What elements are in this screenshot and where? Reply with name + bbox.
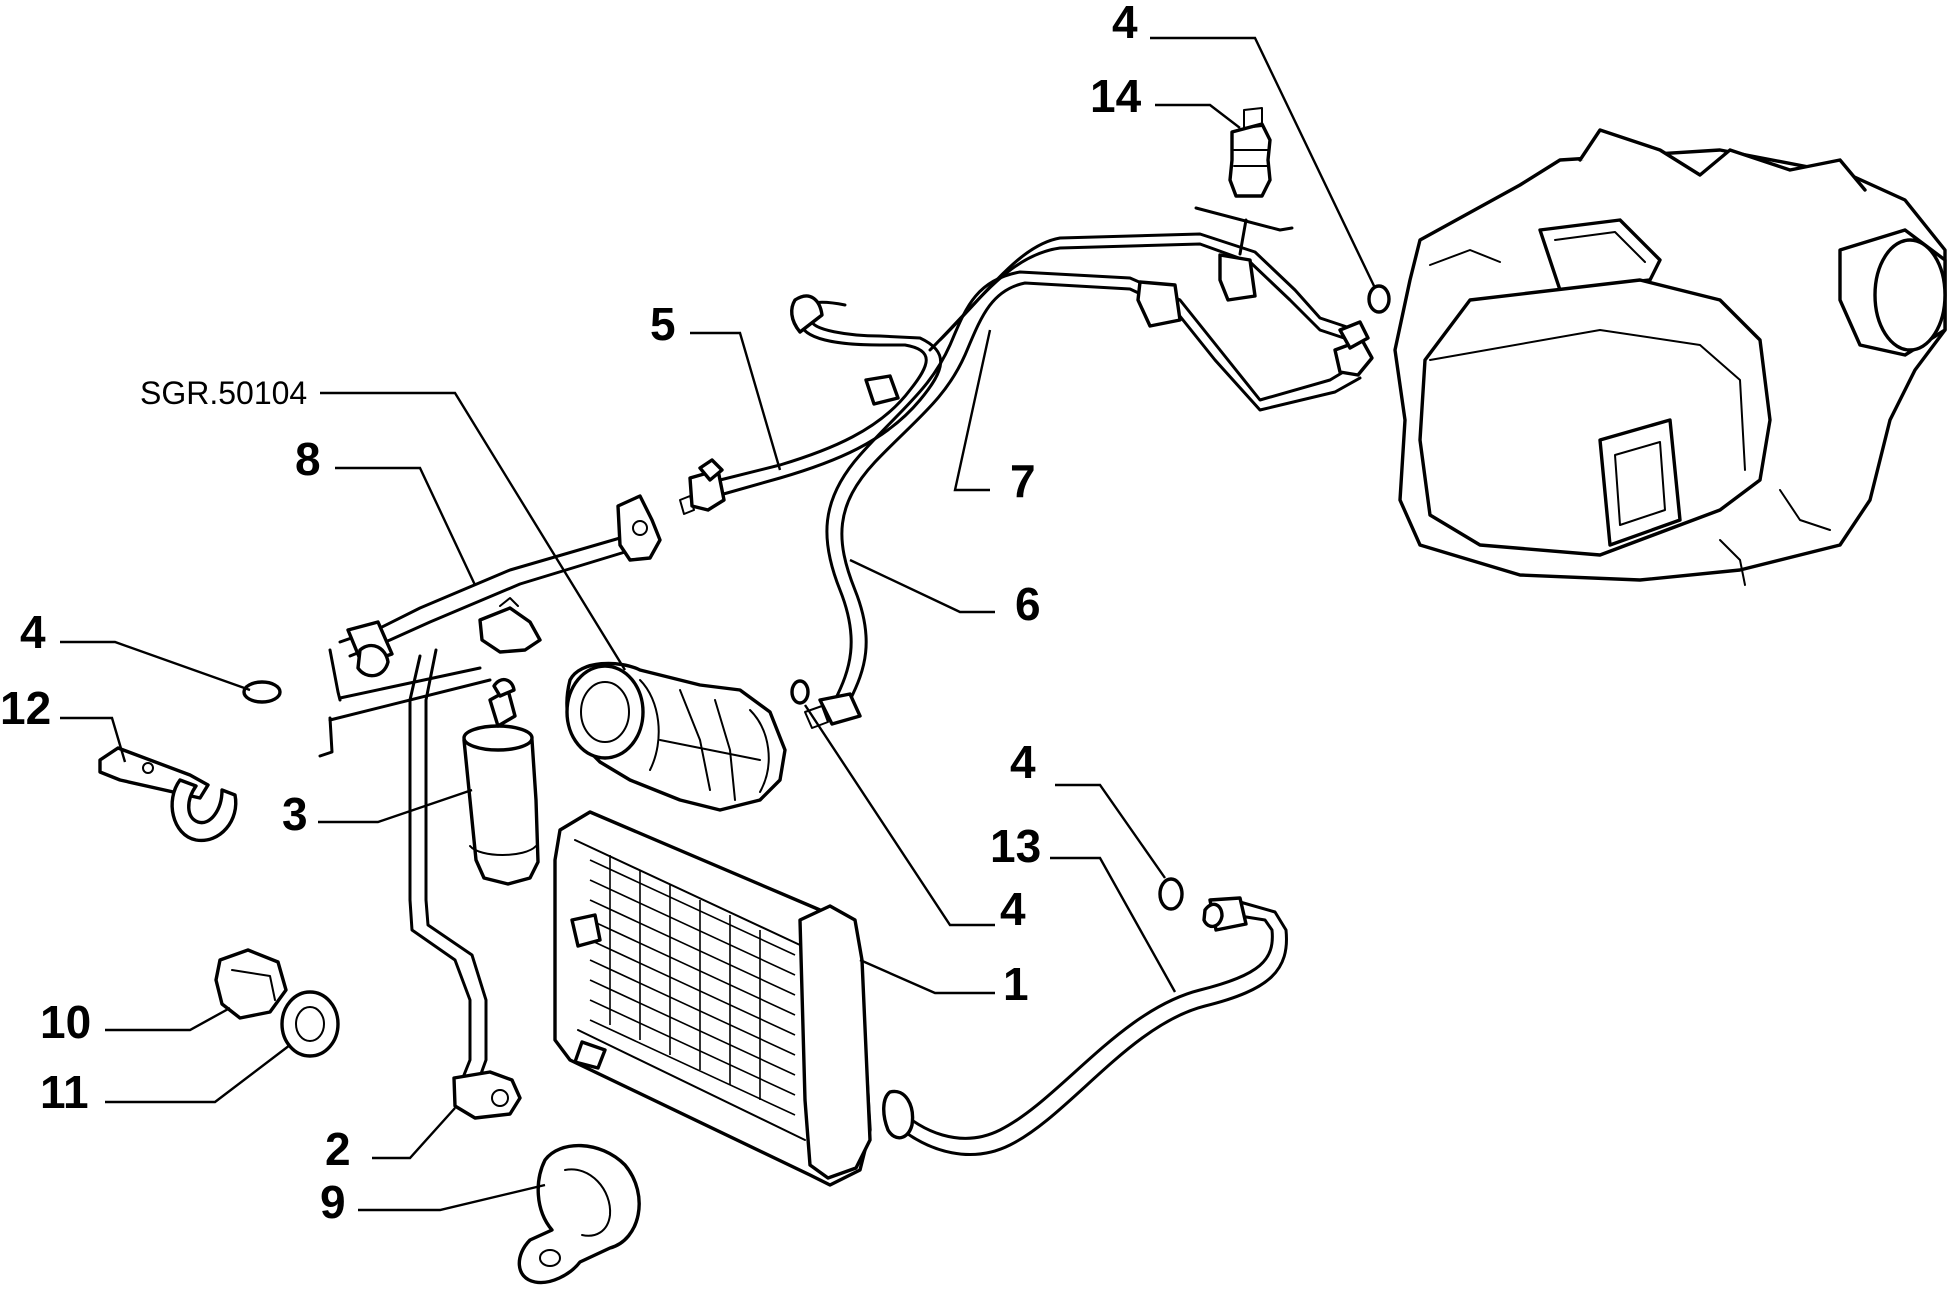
pipe-5: [679, 294, 943, 515]
receiver-drier-3: [462, 678, 540, 886]
pipe-8: [338, 494, 662, 678]
o-ring-4-right: [1158, 877, 1184, 911]
callout-11: 11: [40, 1066, 89, 1118]
callout-9: 9: [320, 1176, 346, 1228]
callout-14: 14: [1090, 70, 1142, 122]
bracket-12: [98, 746, 238, 843]
nut-10: [214, 948, 288, 1020]
compressor: [565, 661, 787, 812]
evaporator-heater-unit: [1393, 128, 1947, 586]
callout-7: 7: [1010, 455, 1036, 507]
callout-4-mid: 4: [1000, 883, 1026, 935]
callout-13: 13: [990, 820, 1041, 872]
drawing-reference: SGR.50104: [140, 375, 307, 411]
callout-5: 5: [650, 298, 676, 350]
callout-4-left: 4: [20, 606, 46, 658]
callout-4-top: 4: [1112, 0, 1138, 48]
hose-13: [882, 896, 1288, 1156]
washer-11: [280, 990, 340, 1058]
callout-12: 12: [0, 682, 51, 734]
o-ring-4-mid: [790, 679, 810, 705]
clamp-9: [517, 1143, 641, 1285]
pressure-switch-14: [1228, 107, 1272, 198]
pipe-6: [804, 253, 1374, 729]
callout-2: 2: [325, 1123, 351, 1175]
callout-8: 8: [295, 433, 321, 485]
pipe-2: [408, 648, 522, 1120]
condenser-1: [553, 810, 872, 1187]
callout-10: 10: [40, 996, 91, 1048]
callout-6: 6: [1015, 578, 1041, 630]
condenser-fins: [589, 855, 796, 1116]
o-ring-4-left: [242, 680, 282, 704]
o-ring-4-top: [1367, 284, 1391, 314]
pipe-8-location-mark: [318, 648, 492, 758]
callout-1: 1: [1003, 958, 1029, 1010]
leader-lines: [60, 36, 1377, 1212]
callout-3: 3: [282, 788, 308, 840]
callout-4-right: 4: [1010, 736, 1036, 788]
